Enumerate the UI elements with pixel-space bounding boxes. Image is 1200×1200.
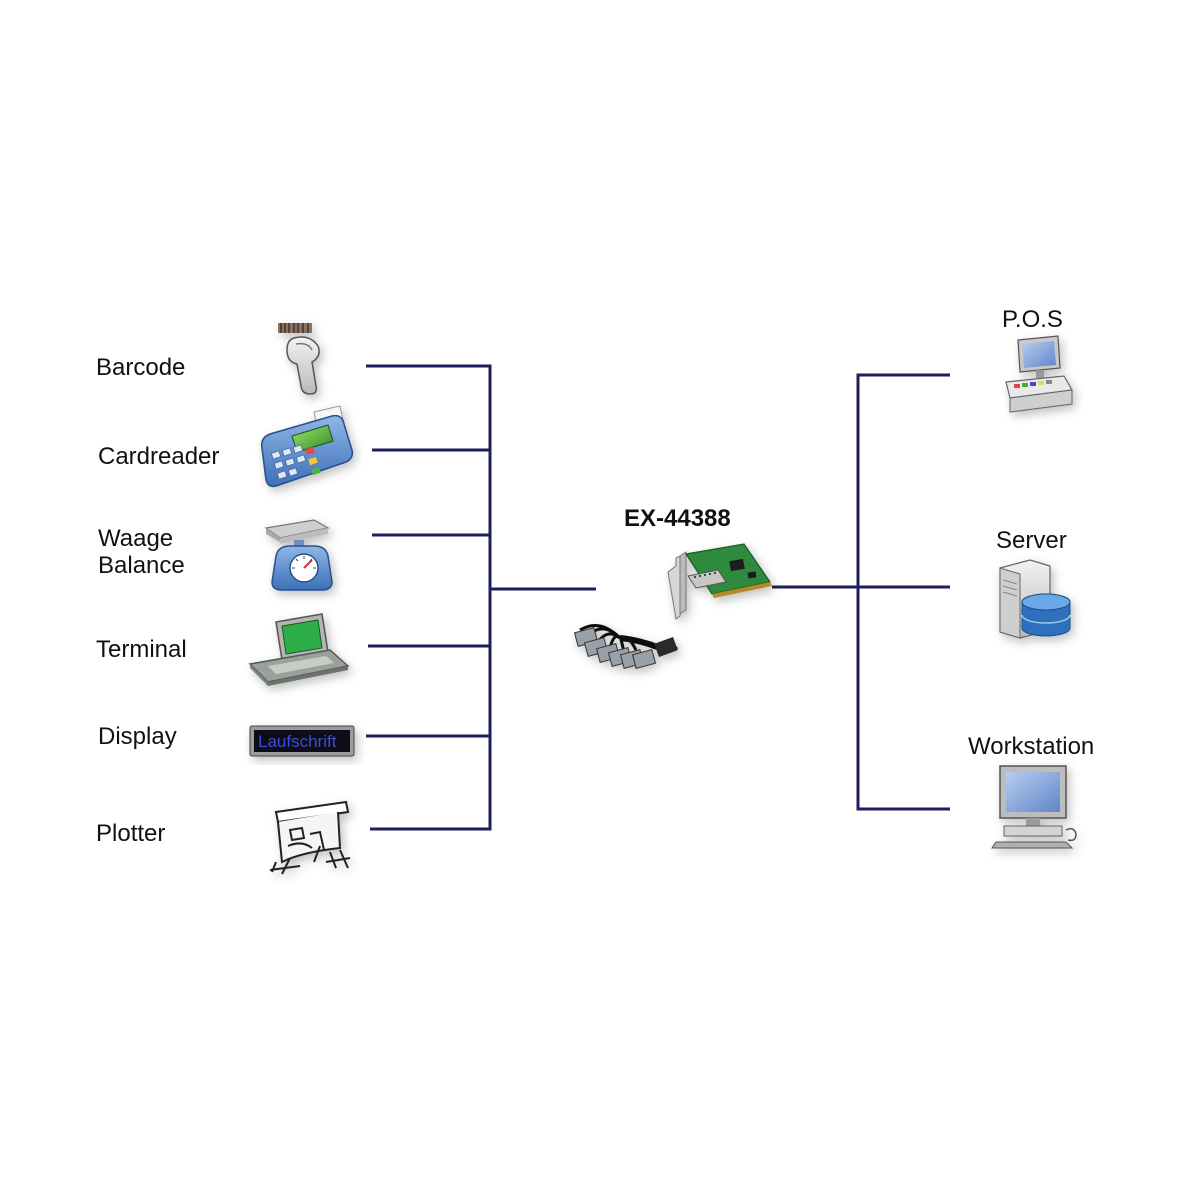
pcie-serial-card-icon — [573, 543, 772, 669]
server-icon — [999, 559, 1071, 639]
label-cardreader: Cardreader — [98, 443, 219, 470]
label-pos: P.O.S — [1002, 306, 1063, 333]
workstation-icon — [991, 765, 1077, 849]
right-bus — [772, 373, 950, 811]
led-display-icon: Laufschrift — [249, 725, 355, 757]
label-barcode: Barcode — [96, 354, 185, 381]
label-hub: EX-44388 — [624, 505, 731, 532]
barcode-scanner-icon — [278, 323, 320, 395]
display-scroll-text: Laufschrift — [258, 732, 337, 751]
scale-icon — [264, 519, 333, 591]
label-display: Display — [98, 723, 177, 750]
terminal-icon — [248, 613, 350, 686]
label-scale-line1: Waage — [98, 525, 173, 552]
label-terminal: Terminal — [96, 636, 187, 663]
label-plotter: Plotter — [96, 820, 165, 847]
label-workstation: Workstation — [968, 733, 1094, 760]
plotter-icon — [269, 800, 351, 875]
card-reader-icon — [260, 405, 354, 488]
label-server: Server — [996, 527, 1067, 554]
pos-terminal-icon — [1005, 335, 1073, 413]
label-scale-line2: Balance — [98, 552, 185, 579]
left-bus — [366, 364, 596, 831]
